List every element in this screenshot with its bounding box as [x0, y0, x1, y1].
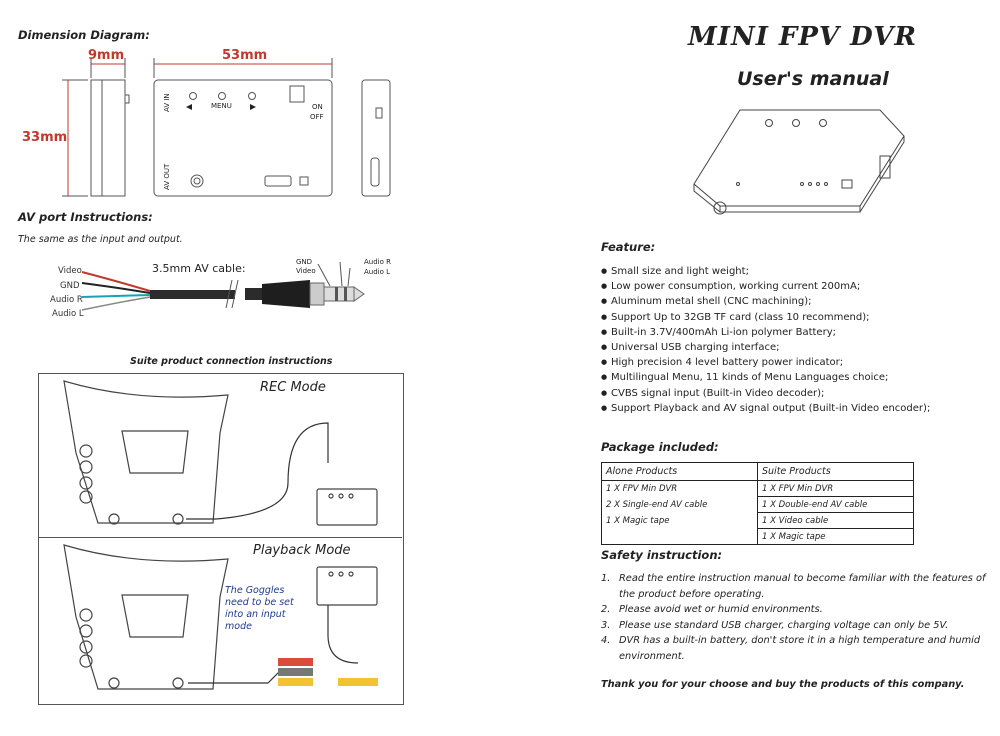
- table-cell: 1 X Double-end AV cable: [757, 496, 914, 513]
- plug-label-video: Video: [296, 267, 316, 275]
- table-row: 1 X Magic tape: [601, 528, 914, 545]
- feature-item: Universal USB charging interface;: [601, 340, 930, 355]
- safety-item-number: 2.: [601, 604, 611, 615]
- dimension-diagram: [62, 58, 391, 197]
- av-port-heading: AV port Instructions:: [18, 210, 153, 224]
- feature-item: Built-in 3.7V/400mAh Li-ion polymer Batt…: [601, 325, 930, 340]
- feature-item: Support Playback and AV signal output (B…: [601, 401, 930, 416]
- safety-list: 1. Read the entire instruction manual to …: [601, 571, 996, 664]
- label-av-in: AV IN: [163, 93, 171, 112]
- feature-item: High precision 4 level battery power ind…: [601, 355, 930, 370]
- cable-title: 3.5mm AV cable:: [152, 262, 246, 275]
- table-cell: [601, 528, 758, 545]
- table-cell: 2 X Single-end AV cable: [601, 496, 758, 513]
- wire-label-audio-r: Audio R: [50, 295, 83, 305]
- safety-item-number: 4.: [601, 635, 611, 646]
- feature-item: CVBS signal input (Built-in Video decode…: [601, 386, 930, 401]
- safety-item: 2. Please avoid wet or humid environments…: [601, 602, 996, 618]
- table-cell: 1 X FPV Min DVR: [757, 480, 914, 497]
- safety-item-text: Please avoid wet or humid environments.: [619, 604, 823, 615]
- dim-height: 33mm: [22, 130, 68, 145]
- table-header-cell: Suite Products: [757, 462, 914, 481]
- table-header-row: Alone Products Suite Products: [601, 462, 914, 481]
- table-cell: 1 X Magic tape: [601, 512, 758, 529]
- feature-item: Small size and light weight;: [601, 264, 930, 279]
- safety-item-text: Read the entire instruction manual to be…: [619, 573, 986, 600]
- wire-label-audio-l: Audio L: [52, 309, 84, 319]
- dvr-device-illustration: [693, 109, 905, 215]
- table-row: 1 X Magic tape 1 X Video cable: [601, 512, 914, 529]
- label-av-out: AV OUT: [163, 163, 171, 190]
- package-table: Alone Products Suite Products 1 X FPV Mi…: [601, 462, 914, 545]
- safety-item: 4. DVR has a built-in battery, don't stor…: [601, 633, 996, 664]
- goggles-note: The Goggles need to be set into an input…: [225, 585, 294, 632]
- plug-label-audio-r: Audio R: [364, 258, 391, 266]
- safety-item-text: DVR has a built-in battery, don't store …: [619, 635, 981, 662]
- suite-connection-drawing: [63, 380, 378, 690]
- feature-item: Multilingual Menu, 11 kinds of Menu Lang…: [601, 370, 930, 385]
- table-cell: 1 X Magic tape: [757, 528, 914, 545]
- playback-mode-label: Playback Mode: [253, 543, 351, 558]
- feature-item: Support Up to 32GB TF card (class 10 rec…: [601, 310, 930, 325]
- dim-side-width: 9mm: [88, 48, 125, 63]
- table-header-cell: Alone Products: [601, 462, 758, 481]
- rec-mode-label: REC Mode: [260, 380, 326, 395]
- label-on: ON: [312, 103, 323, 111]
- safety-heading: Safety instruction:: [601, 548, 723, 562]
- safety-item-text: Please use standard USB charger, chargin…: [619, 619, 949, 631]
- feature-list: Small size and light weight; Low power c…: [601, 264, 930, 416]
- dim-front-width: 53mm: [222, 48, 268, 63]
- suite-divider: [38, 537, 402, 538]
- label-off: OFF: [310, 113, 324, 121]
- suite-connection-box: [38, 373, 404, 705]
- suite-heading: Suite product connection instructions: [130, 356, 333, 367]
- wire-label-gnd: GND: [60, 281, 80, 291]
- safety-item-number: 3.: [601, 619, 611, 631]
- av-port-note: The same as the input and output.: [18, 234, 183, 245]
- dimension-heading: Dimension Diagram:: [18, 28, 150, 42]
- plug-label-gnd: GND: [296, 258, 313, 266]
- manual-title: MINI FPV DVR: [688, 22, 918, 52]
- manual-subtitle: User's manual: [737, 68, 889, 90]
- package-heading: Package included:: [601, 440, 719, 454]
- feature-item: Low power consumption, working current 2…: [601, 279, 930, 294]
- safety-item: 1. Read the entire instruction manual to …: [601, 571, 996, 602]
- table-row: 2 X Single-end AV cable 1 X Double-end A…: [601, 496, 914, 513]
- thanks-note: Thank you for your choose and buy the pr…: [601, 679, 965, 690]
- safety-item: 3. Please use standard USB charger, charg…: [601, 618, 996, 634]
- table-cell: 1 X Video cable: [757, 512, 914, 529]
- safety-item-number: 1.: [601, 573, 611, 584]
- feature-heading: Feature:: [601, 240, 656, 254]
- wire-label-video: Video: [58, 266, 82, 276]
- feature-item: Aluminum metal shell (CNC machining);: [601, 294, 930, 309]
- table-cell: 1 X FPV Min DVR: [601, 480, 758, 497]
- av-cable-drawing: [81, 261, 365, 311]
- label-menu: MENU: [211, 102, 232, 110]
- plug-label-audio-l: Audio L: [364, 268, 391, 276]
- table-row: 1 X FPV Min DVR 1 X FPV Min DVR: [601, 480, 914, 497]
